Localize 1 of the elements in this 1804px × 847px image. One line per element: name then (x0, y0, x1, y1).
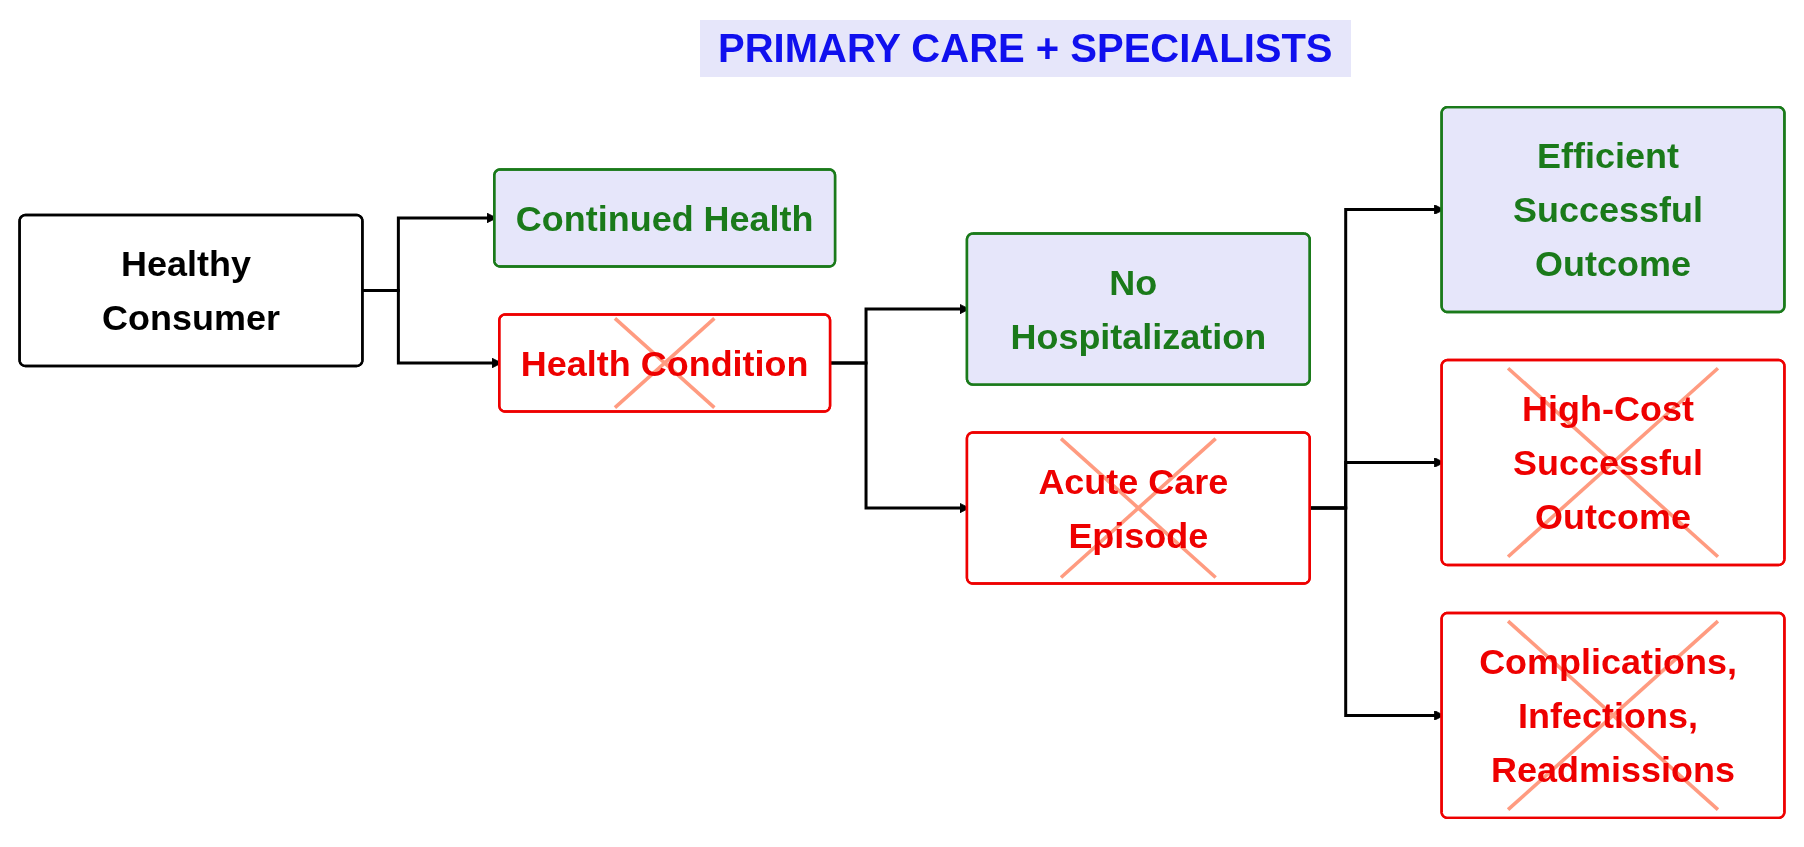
band-label: PRIMARY CARE + SPECIALISTS (700, 20, 1351, 77)
